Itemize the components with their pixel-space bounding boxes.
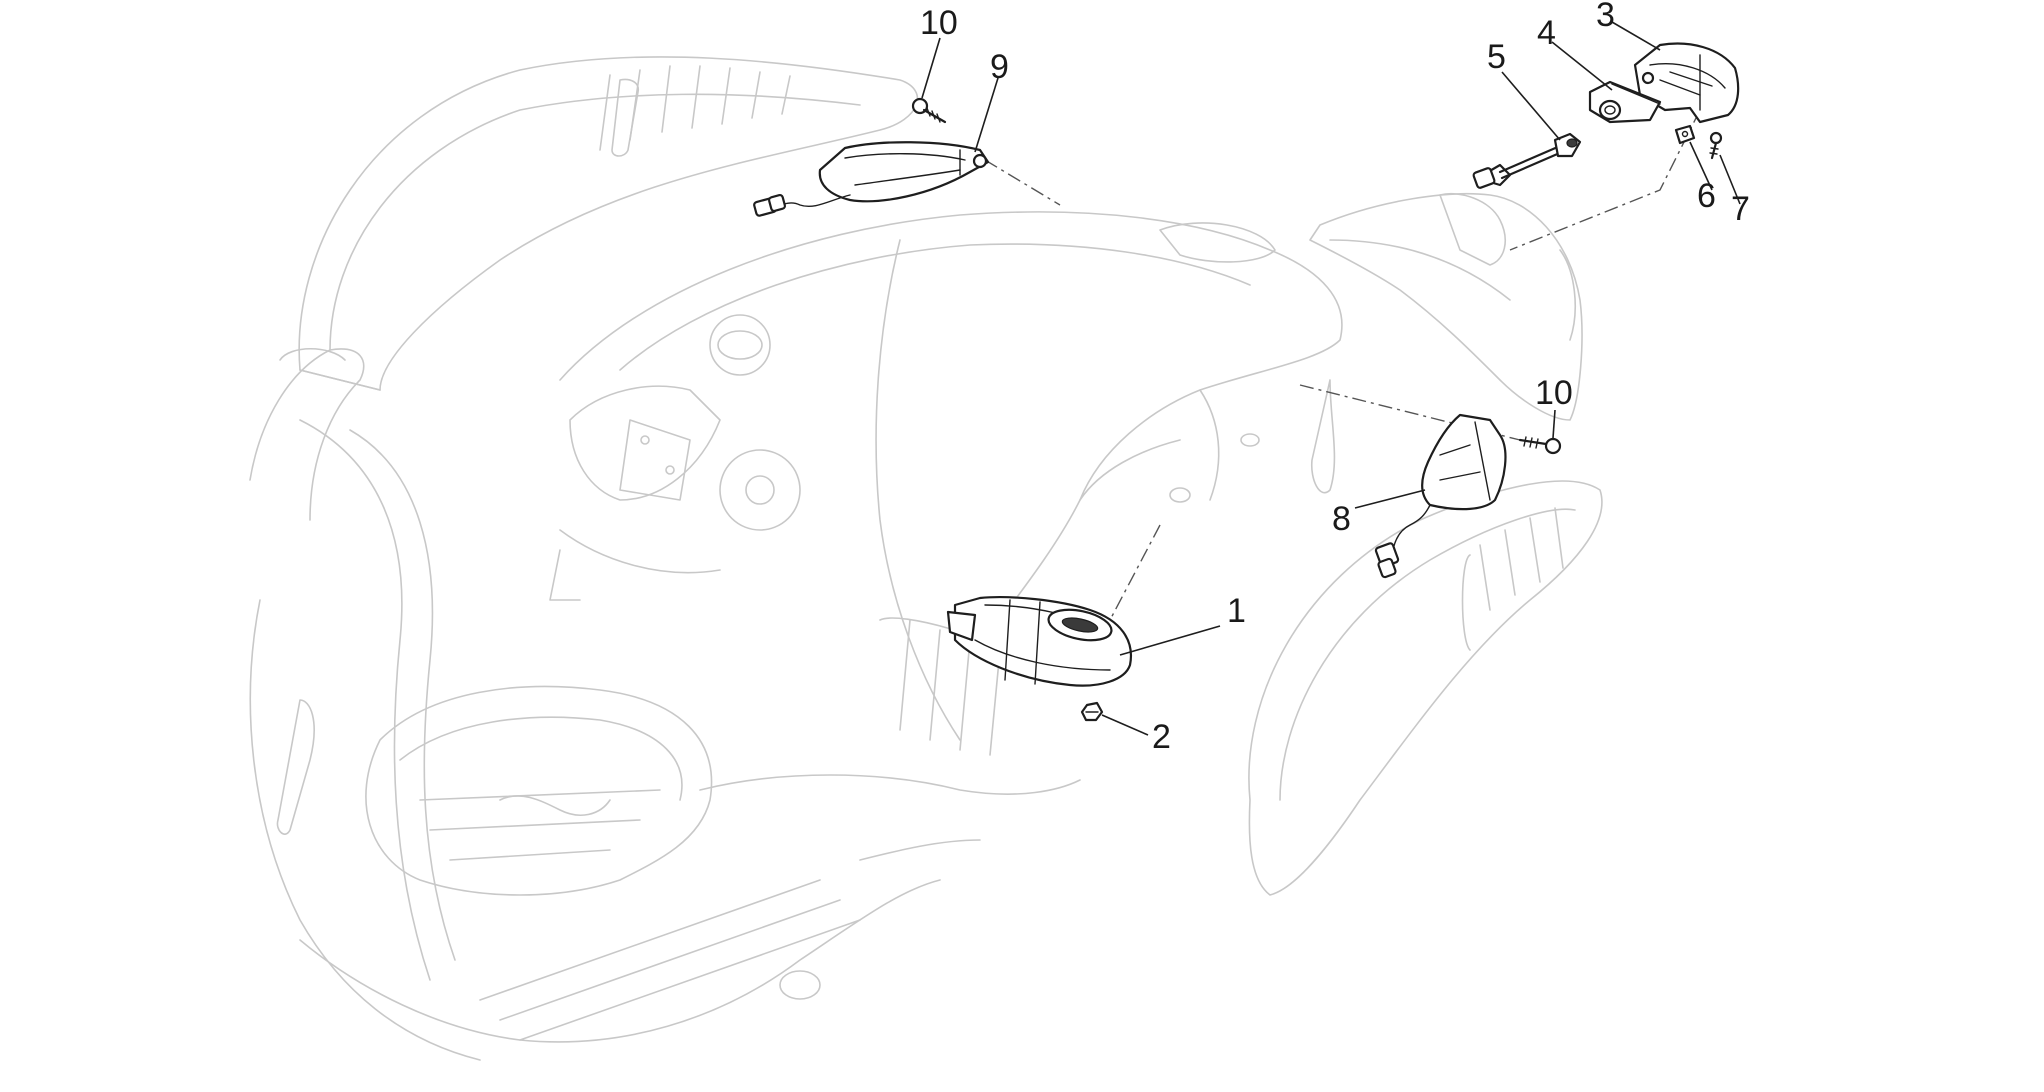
rear-mudguard-ghost [1309,192,1583,494]
callout-6: 6 [1697,177,1716,215]
callout-9: 9 [990,48,1009,86]
scooter-body-ghost [249,56,1343,1061]
part-8-right-indicator [1374,413,1507,579]
callout-8: 8 [1332,500,1351,538]
callout-3: 3 [1596,0,1615,34]
callout-10-upper: 10 [920,4,958,42]
part-6-clip [1674,124,1696,145]
callout-7: 7 [1731,190,1750,228]
right-side-panel-ghost [1248,480,1603,896]
part-10-screw-upper [911,97,947,124]
assembly-lines [984,109,1701,621]
callouts: 1 2 3 4 5 6 7 8 9 10 10 [920,0,1750,756]
part-7-small-screw [1709,131,1723,160]
callout-10-lower: 10 [1535,374,1573,412]
leader-lines [921,21,1741,736]
callout-1: 1 [1227,592,1246,630]
part-5-bulb-holder [1472,132,1582,189]
part-1-light-unit [946,596,1133,687]
callout-4: 4 [1537,14,1556,52]
part-9-left-indicator [753,141,990,217]
callout-5: 5 [1487,38,1506,76]
part-2-nut [1080,701,1104,722]
callout-2: 2 [1152,718,1171,756]
part-4-bracket [1588,80,1662,124]
part-10-screw-lower [1518,436,1562,455]
